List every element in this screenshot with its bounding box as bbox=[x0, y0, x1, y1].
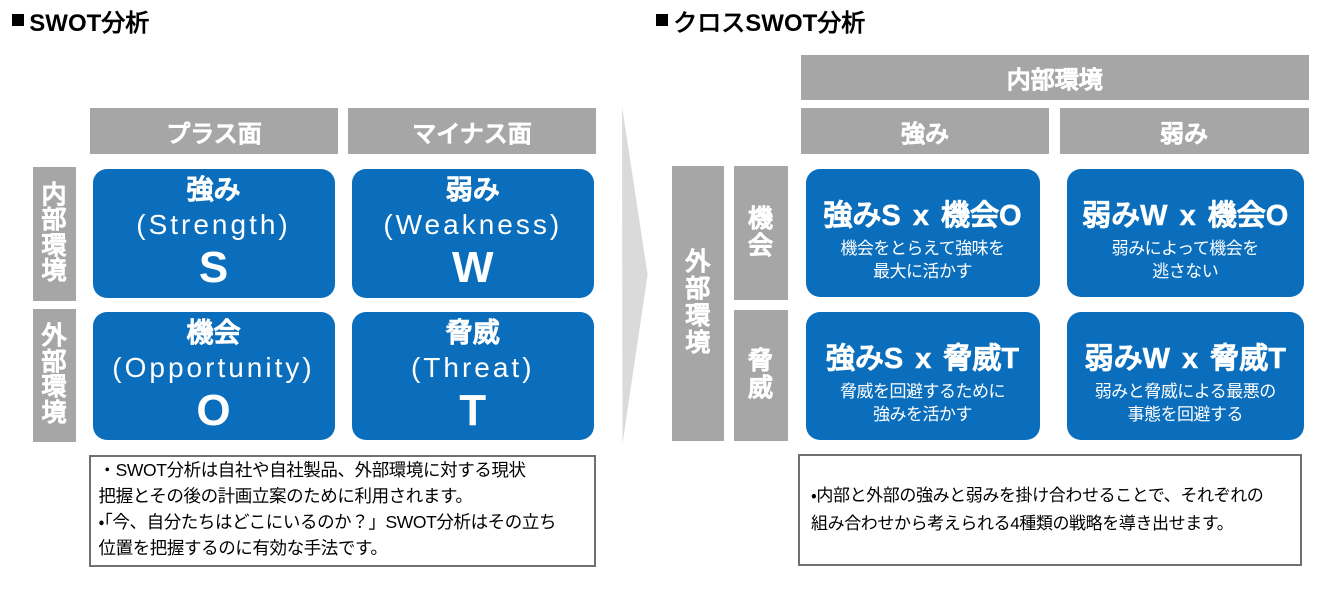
right-note-box: ・内部と外部の強みと弱みを掛け合わせることで、それぞれの 組み合わせから考えられ… bbox=[798, 454, 1302, 566]
row-header-threat: 脅 威 bbox=[733, 309, 788, 441]
cell-weakness: 弱み (Weakness) W bbox=[352, 168, 594, 298]
cell-weakness-threat: 弱みW x 脅威T 弱みと脅威による最悪の 事態を回避する bbox=[1066, 312, 1304, 440]
cell-strength-opportunity: 強みS x 機会O 機会をとらえて強味を 最大に活かす bbox=[805, 168, 1040, 297]
cell-st-desc: 脅威を回避するために 強みを活かす bbox=[840, 382, 1006, 424]
cell-so-desc: 機会をとらえて強味を 最大に活かす bbox=[840, 239, 1005, 281]
left-note-box: ・SWOT分析は自社や自社製品、外部環境に対する現状 把握とその後の計画立案のた… bbox=[88, 454, 596, 567]
column-header-plus: プラス面 bbox=[90, 108, 338, 154]
cell-strength-label: 強み bbox=[186, 175, 241, 205]
row-header-opportunity: 機 会 bbox=[733, 166, 788, 300]
cell-st-title: 強みS x 脅威T bbox=[825, 343, 1020, 375]
right-title-bullet-icon bbox=[656, 13, 669, 27]
cell-threat-letter: T bbox=[459, 386, 487, 435]
internal-env-header: 内部環境 bbox=[801, 55, 1309, 100]
cell-opportunity-en: (Opportunity) bbox=[112, 352, 315, 383]
cell-strength-en: (Strength) bbox=[136, 209, 291, 240]
cell-wo-title: 弱みW x 機会O bbox=[1082, 200, 1289, 232]
left-note-text: ・SWOT分析は自社や自社製品、外部環境に対する現状 把握とその後の計画立案のた… bbox=[98, 459, 557, 558]
cell-threat-en: (Threat) bbox=[410, 352, 535, 383]
cell-strength: 強み (Strength) S bbox=[92, 168, 335, 298]
cell-weakness-letter: W bbox=[451, 243, 494, 292]
column-header-strength: 強み bbox=[801, 108, 1049, 154]
left-section-title: SWOT分析 bbox=[12, 7, 149, 37]
right-section-title: クロスSWOT分析 bbox=[656, 7, 865, 37]
right-title-text: クロスSWOT分析 bbox=[673, 9, 866, 37]
cell-wo-desc: 弱みによって機会を 逃さない bbox=[1111, 239, 1260, 281]
cell-weakness-opportunity: 弱みW x 機会O 弱みによって機会を 逃さない bbox=[1066, 168, 1304, 297]
transition-arrow-icon bbox=[622, 106, 648, 444]
cell-strength-letter: S bbox=[198, 243, 229, 292]
cell-threat: 脅威 (Threat) T bbox=[352, 312, 594, 440]
cell-opportunity: 機会 (Opportunity) O bbox=[92, 312, 335, 440]
row-header-external-env: 外 部 環 境 bbox=[32, 308, 76, 442]
column-header-weakness: 弱み bbox=[1059, 108, 1309, 154]
cell-opportunity-label: 機会 bbox=[186, 318, 241, 348]
cell-wt-title: 弱みW x 脅威T bbox=[1084, 343, 1286, 375]
row-header-internal-env: 内 部 環 境 bbox=[32, 166, 76, 301]
left-title-bullet-icon bbox=[12, 13, 25, 27]
column-header-minus: マイナス面 bbox=[348, 108, 596, 154]
cell-strength-threat: 強みS x 脅威T 脅威を回避するために 強みを活かす bbox=[805, 312, 1040, 440]
right-note-text: ・内部と外部の強みと弱みを掛け合わせることで、それぞれの 組み合わせから考えられ… bbox=[811, 486, 1264, 533]
cell-threat-label: 脅威 bbox=[445, 318, 500, 348]
cell-opportunity-letter: O bbox=[196, 386, 231, 435]
cell-weakness-label: 弱み bbox=[445, 175, 500, 205]
cell-wt-desc: 弱みと脅威による最悪の 事態を回避する bbox=[1094, 382, 1277, 424]
cell-so-title: 強みS x 機会O bbox=[823, 200, 1022, 232]
cell-weakness-en: (Weakness) bbox=[383, 209, 563, 240]
left-title-text: SWOT分析 bbox=[29, 9, 150, 37]
row-group-external-env: 外 部 環 境 bbox=[671, 166, 724, 441]
